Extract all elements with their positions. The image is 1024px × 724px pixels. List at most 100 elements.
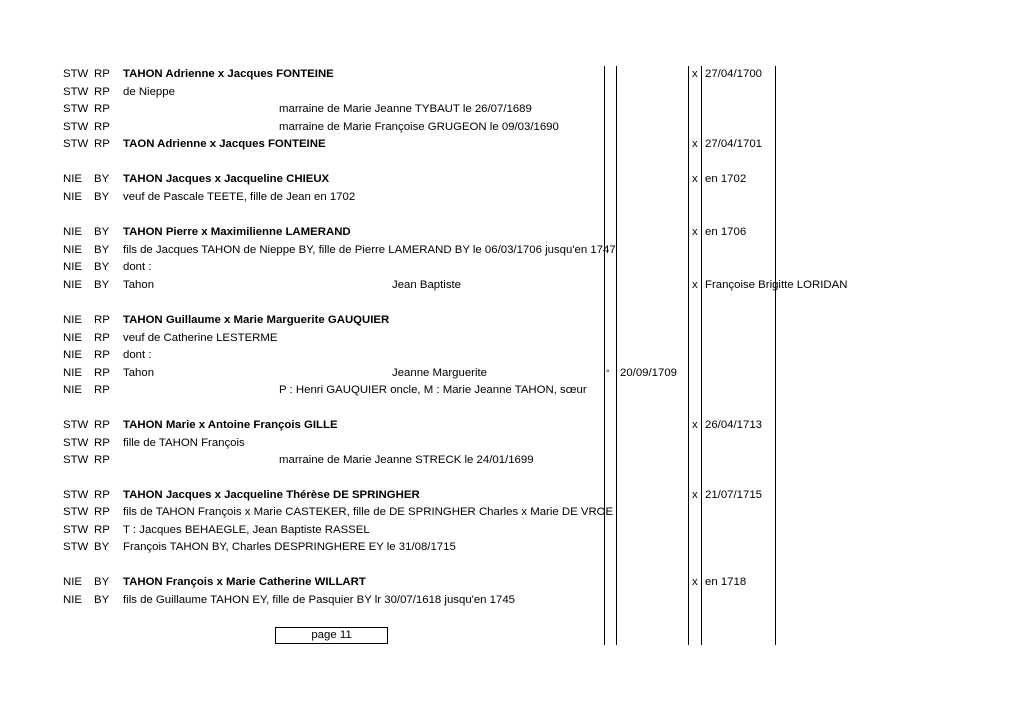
entry-description: de Nieppe bbox=[123, 86, 175, 98]
entry-type: BY bbox=[94, 576, 110, 588]
marriage-marker: x bbox=[692, 173, 698, 185]
column-rule bbox=[775, 66, 776, 645]
entry-type: RP bbox=[94, 349, 110, 361]
entry-code: STW bbox=[63, 138, 89, 150]
entry-description: TAHON Adrienne x Jacques FONTEINE bbox=[123, 68, 334, 80]
entry-description: François TAHON BY, Charles DESPRINGHERE … bbox=[123, 541, 456, 553]
entry-description: TAHON Guillaume x Marie Marguerite GAUQU… bbox=[123, 314, 390, 326]
entry-code: NIE bbox=[63, 367, 82, 379]
entry-description: fille de TAHON François bbox=[123, 437, 245, 449]
entry-code: NIE bbox=[63, 244, 82, 256]
marriage-date: 27/04/1700 bbox=[705, 68, 763, 80]
entry-description: fils de TAHON François x Marie CASTEKER,… bbox=[123, 506, 614, 518]
entry-type: RP bbox=[94, 103, 110, 115]
entry-code: STW bbox=[63, 68, 89, 80]
page-number: page 11 bbox=[275, 627, 388, 644]
marriage-marker: x bbox=[692, 68, 698, 80]
entry-note: marraine de Marie Jeanne TYBAUT le 26/07… bbox=[279, 103, 532, 115]
entry-code: NIE bbox=[63, 576, 82, 588]
entry-code: STW bbox=[63, 419, 89, 431]
entry-code: STW bbox=[63, 121, 89, 133]
entry-given-name: Jean Baptiste bbox=[392, 279, 462, 291]
marriage-date: 27/04/1701 bbox=[705, 138, 763, 150]
entry-description: dont : bbox=[123, 349, 152, 361]
entry-code: STW bbox=[63, 489, 89, 501]
entry-description: TAHON Marie x Antoine François GILLE bbox=[123, 419, 338, 431]
table-row: STW RP TAHON Jacques x Jacqueline Thérèse … bbox=[0, 487, 1024, 504]
table-row: NIE BY fils de Guillaume TAHON EY, fille d… bbox=[0, 592, 1024, 609]
entry-type: RP bbox=[94, 506, 110, 518]
entry-description: Tahon bbox=[123, 279, 155, 291]
entry-code: NIE bbox=[63, 314, 82, 326]
entry-type: RP bbox=[94, 68, 110, 80]
entry-type: RP bbox=[94, 384, 110, 396]
entry-description: T : Jacques BEHAEGLE, Jean Baptiste RASS… bbox=[123, 524, 370, 536]
marriage-date: 21/07/1715 bbox=[705, 489, 763, 501]
entry-type: RP bbox=[94, 332, 110, 344]
entry-code: NIE bbox=[63, 594, 82, 606]
marriage-date: en 1706 bbox=[705, 226, 747, 238]
column-rule bbox=[616, 66, 617, 645]
entry-type: BY bbox=[94, 594, 110, 606]
entry-code: NIE bbox=[63, 173, 82, 185]
entry-code: NIE bbox=[63, 191, 82, 203]
entry-note: marraine de Marie Françoise GRUGEON le 0… bbox=[279, 121, 559, 133]
entry-code: STW bbox=[63, 454, 89, 466]
entry-code: STW bbox=[63, 86, 89, 98]
table-row: STW RP fille de TAHON François bbox=[0, 435, 1024, 452]
entry-type: RP bbox=[94, 86, 110, 98]
entry-code: NIE bbox=[63, 226, 82, 238]
marriage-marker: x bbox=[692, 138, 698, 150]
table-row: STW RP marraine de Marie Jeanne TYBAUT le … bbox=[0, 101, 1024, 118]
entry-type: RP bbox=[94, 437, 110, 449]
entry-type: RP bbox=[94, 489, 110, 501]
entry-description: Tahon bbox=[123, 367, 155, 379]
entry-type: RP bbox=[94, 454, 110, 466]
entry-code: NIE bbox=[63, 349, 82, 361]
entry-type: BY bbox=[94, 173, 110, 185]
entry-code: STW bbox=[63, 524, 89, 536]
table-row: STW RP T : Jacques BEHAEGLE, Jean Baptiste… bbox=[0, 522, 1024, 539]
entry-type: BY bbox=[94, 244, 110, 256]
entry-description: dont : bbox=[123, 261, 152, 273]
entry-type: RP bbox=[94, 524, 110, 536]
entry-code: NIE bbox=[63, 332, 82, 344]
table-row: NIE RP TAHON Guillaume x Marie Marguerite … bbox=[0, 312, 1024, 329]
entry-description: TAHON Jacques x Jacqueline CHIEUX bbox=[123, 173, 330, 185]
entry-type: BY bbox=[94, 261, 110, 273]
marriage-marker: x bbox=[692, 419, 698, 431]
entry-note: marraine de Marie Jeanne STRECK le 24/01… bbox=[279, 454, 534, 466]
marriage-marker: x bbox=[692, 226, 698, 238]
entry-type: BY bbox=[94, 541, 110, 553]
marriage-marker: x bbox=[692, 279, 698, 291]
entry-note: P : Henri GAUQUIER oncle, M : Marie Jean… bbox=[279, 384, 587, 396]
entry-type: RP bbox=[94, 314, 110, 326]
entry-description: fils de Guillaume TAHON EY, fille de Pas… bbox=[123, 594, 516, 606]
entry-description: TAHON François x Marie Catherine WILLART bbox=[123, 576, 366, 588]
column-rule bbox=[701, 66, 702, 645]
entry-description: veuf de Pascale TEETE, fille de Jean en … bbox=[123, 191, 356, 203]
table-row: STW RP TAON Adrienne x Jacques FONTEINE x 27… bbox=[0, 136, 1024, 153]
marriage-date: 26/04/1713 bbox=[705, 419, 763, 431]
table-row: STW RP marraine de Marie Jeanne STRECK le … bbox=[0, 452, 1024, 469]
entry-type: RP bbox=[94, 138, 110, 150]
entry-description: TAHON Jacques x Jacqueline Thérèse DE SP… bbox=[123, 489, 420, 501]
entry-code: STW bbox=[63, 437, 89, 449]
entry-description: TAON Adrienne x Jacques FONTEINE bbox=[123, 138, 326, 150]
column-rule bbox=[688, 66, 689, 645]
table-row: NIE RP dont : bbox=[0, 347, 1024, 364]
entry-code: STW bbox=[63, 103, 89, 115]
birth-date: 20/09/1709 bbox=[620, 367, 678, 379]
